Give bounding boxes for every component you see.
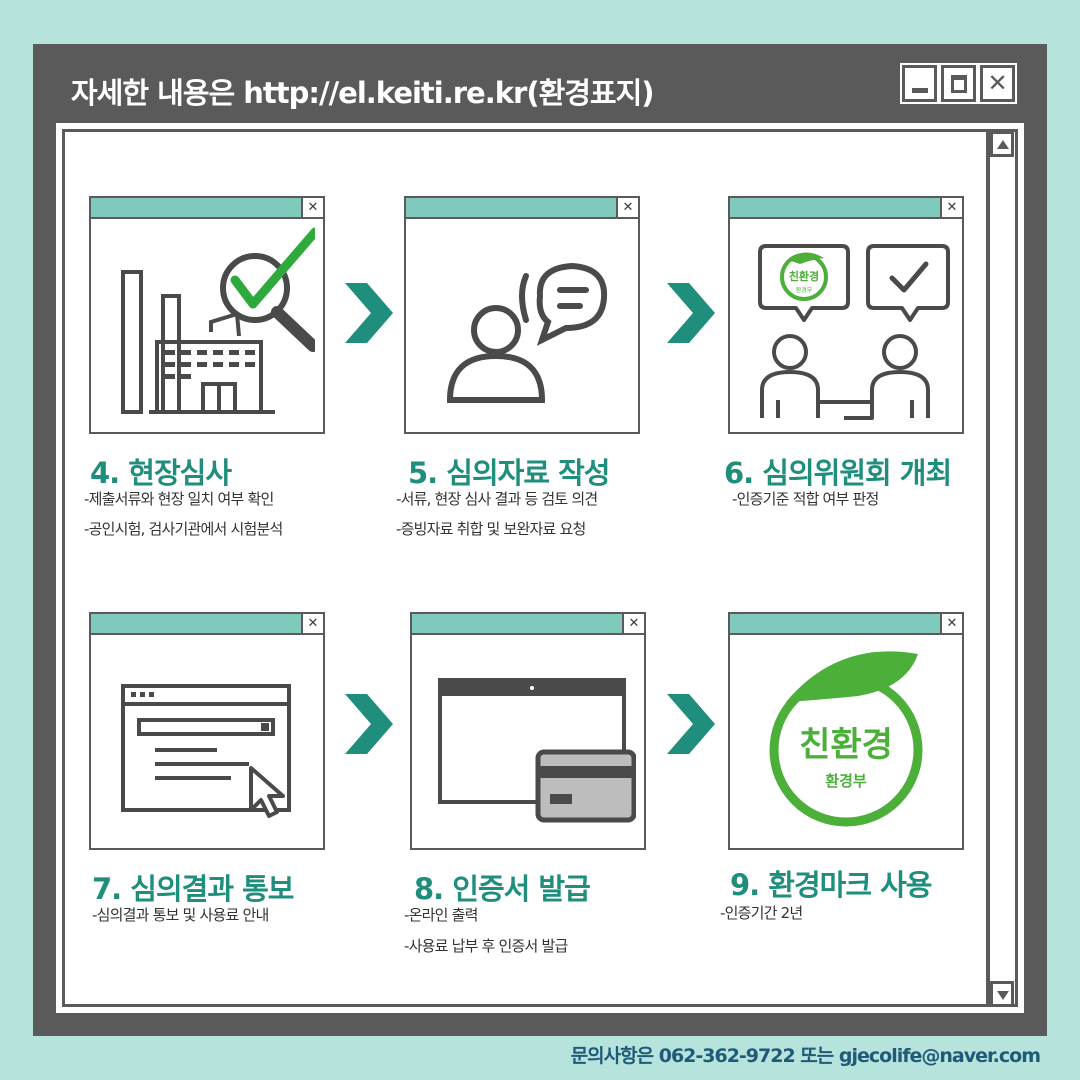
scroll-down-icon[interactable]	[990, 981, 1014, 1007]
step-card-9: ✕ 친환경 환경부	[728, 612, 964, 850]
card-title-bar	[412, 614, 644, 635]
card-close-icon[interactable]: ✕	[616, 198, 638, 217]
arrow-right-icon	[667, 694, 715, 754]
window-controls: ✕	[902, 65, 1015, 102]
card-title-bar	[406, 198, 638, 219]
card-title-bar	[730, 198, 962, 219]
step-detail: -온라인 출력	[404, 906, 478, 924]
card-close-icon[interactable]: ✕	[301, 198, 323, 217]
step-detail: -제출서류와 현장 일치 여부 확인	[84, 490, 274, 508]
step-detail: -인증기간 2년	[720, 904, 803, 922]
factory-inspection-icon	[121, 227, 315, 414]
step-title-9: 9. 환경마크 사용	[730, 868, 932, 902]
eco-mark-icon: 친환경 환경부	[769, 651, 923, 827]
step-detail: -인증기준 적합 여부 판정	[732, 490, 879, 508]
step-detail: -공인시험, 검사기관에서 시험분석	[84, 520, 283, 538]
card-title-bar	[730, 614, 962, 635]
step-detail: -서류, 현장 심사 결과 등 검토 의견	[396, 490, 598, 508]
minimize-icon[interactable]	[902, 65, 937, 102]
step-title-7: 7. 심의결과 통보	[92, 872, 294, 906]
card-close-icon[interactable]: ✕	[622, 614, 644, 633]
card-title-bar	[91, 198, 323, 219]
step-detail: -증빙자료 취합 및 보완자료 요청	[396, 520, 586, 538]
step-detail: -심의결과 통보 및 사용료 안내	[92, 906, 269, 924]
card-close-icon[interactable]: ✕	[940, 614, 962, 633]
card-close-icon[interactable]: ✕	[301, 614, 323, 633]
mini-mark-main: 친환경	[789, 269, 819, 283]
step-card-8: ✕	[410, 612, 646, 850]
arrow-right-icon	[345, 694, 393, 754]
scrollbar[interactable]	[986, 131, 1014, 1007]
browser-cursor-icon	[121, 684, 291, 818]
step-card-7: ✕	[89, 612, 325, 850]
mini-mark-sub: 환경부	[796, 286, 813, 294]
contact-footer: 문의사항은 062-362-9722 또는 gjecolife@naver.co…	[570, 1045, 1041, 1067]
close-icon[interactable]: ✕	[980, 65, 1015, 102]
step-detail: -사용료 납부 후 인증서 발급	[404, 937, 568, 955]
card-close-icon[interactable]: ✕	[940, 198, 962, 217]
step-title-6: 6. 심의위원회 개최	[724, 456, 952, 490]
eco-mark-main: 친환경	[799, 725, 893, 765]
arrow-right-icon	[345, 283, 393, 343]
card-payment-icon	[438, 678, 636, 823]
step-title-4: 4. 현장심사	[90, 456, 232, 490]
scroll-up-icon[interactable]	[990, 131, 1014, 157]
step-card-5: ✕	[404, 196, 640, 434]
step-card-4: ✕	[89, 196, 325, 434]
card-title-bar	[91, 614, 323, 635]
person-speech-icon	[446, 262, 608, 403]
step-title-5: 5. 심의자료 작성	[408, 456, 610, 490]
eco-mark-sub: 환경부	[825, 772, 867, 790]
step-title-8: 8. 인증서 발급	[414, 872, 591, 906]
maximize-icon[interactable]	[941, 65, 976, 102]
committee-meeting-icon: 친환경 환경부	[758, 244, 950, 420]
window-title: 자세한 내용은 http://el.keiti.re.kr(환경표지)	[71, 76, 655, 110]
step-card-6: ✕ 친환경 환경부	[728, 196, 964, 434]
arrow-right-icon	[667, 283, 715, 343]
